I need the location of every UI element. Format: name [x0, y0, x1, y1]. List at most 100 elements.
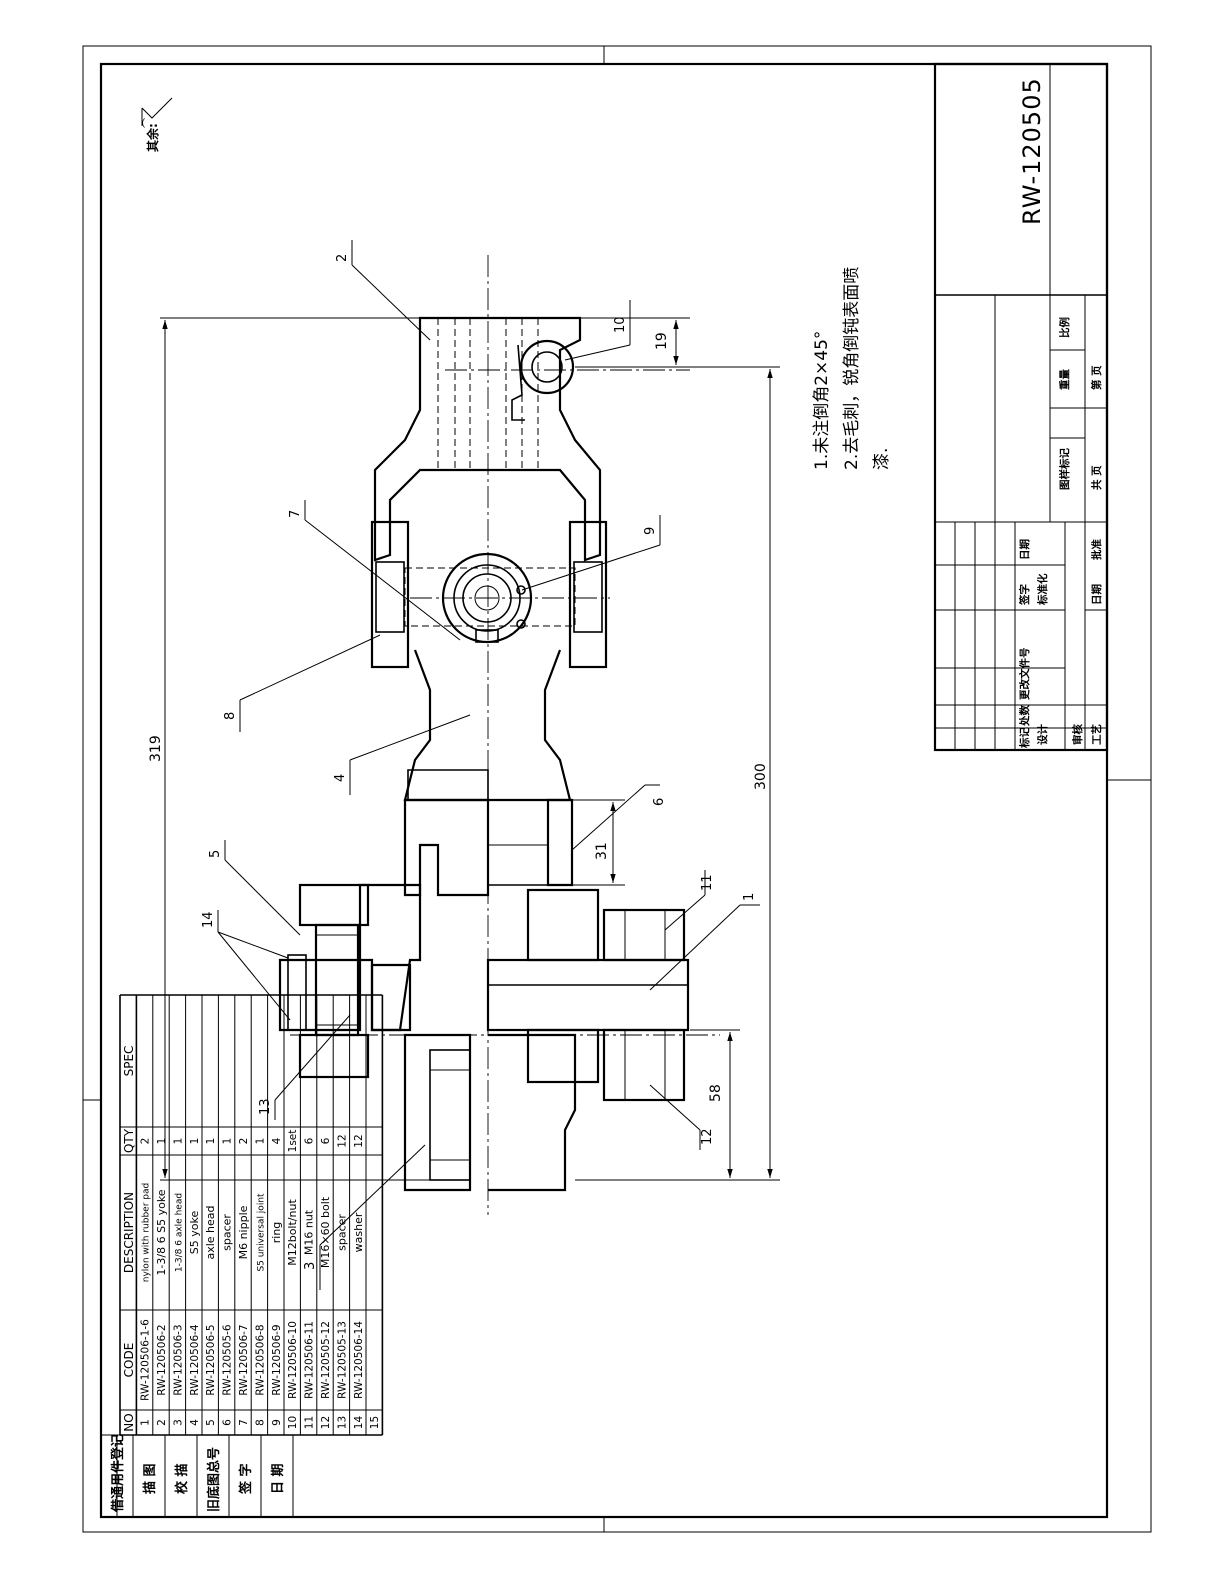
bom-header-no: NO [122, 1413, 136, 1431]
bom-cell: ring [270, 1222, 283, 1244]
dim-58: 58 [708, 1084, 724, 1102]
balloon-12: 12 [700, 1128, 715, 1145]
label-tracer: 描 图 [142, 1463, 158, 1494]
bom-header-description: DESCRIPTION [122, 1192, 136, 1273]
label-signature: 签 字 [238, 1463, 254, 1495]
bom-header-code: CODE [122, 1343, 136, 1378]
bom-cell: 14 [353, 1416, 365, 1430]
yoke-part-4 [403, 649, 572, 802]
bom-cell: 1 [172, 1138, 184, 1145]
bom-cell: 8 [254, 1419, 266, 1426]
axle-head-part-5 [403, 798, 574, 897]
dim-19: 19 [654, 332, 670, 350]
tb-review: 审核 [1071, 724, 1084, 745]
bom-cell: 6 [222, 1419, 234, 1426]
bom-cell: 1set [287, 1130, 299, 1153]
bom-table: NOCODEDESCRIPTIONQTYSPEC1RW-120506-1-6ny… [119, 994, 384, 1436]
bom-cell: RW-120506-9 [271, 1324, 283, 1395]
label-old-base: 旧底图总号 [206, 1447, 222, 1512]
surface-finish-note: 其余: ⌒ [141, 97, 173, 152]
bom-cell: 12 [353, 1134, 365, 1147]
bom-cell: 5 [205, 1419, 217, 1426]
bom-cell: 1 [140, 1419, 152, 1426]
title-block: RW-120505 标记 处数 更改文件号 签字 日期 设计 标准化 审核 工艺… [933, 62, 1109, 752]
tech-note-2: 2.去毛刺，锐角倒钝表面喷 [842, 267, 862, 470]
bom-cell: 10 [287, 1416, 299, 1429]
surface-note-text: 其余: [145, 123, 160, 152]
tb-scale: 比例 [1058, 317, 1071, 338]
tb-process: 工艺 [1090, 724, 1103, 745]
bom-cell: RW-120506-11 [304, 1321, 316, 1399]
bom-cell: RW-120506-3 [172, 1324, 184, 1395]
dimensions: 319 300 19 31 58 [148, 317, 780, 1181]
bom-header-qty: QTY [122, 1128, 136, 1153]
dim-300: 300 [753, 763, 769, 790]
balloon-11: 11 [700, 874, 715, 891]
bom-cell: 12 [336, 1134, 348, 1147]
bom-cell: 1-3/8 6 axle head [174, 1193, 184, 1272]
drawing-number: RW-120505 [1018, 77, 1046, 225]
bom-cell: 2 [156, 1419, 168, 1426]
balloon-14: 14 [201, 911, 216, 928]
balloon-2: 2 [335, 254, 350, 262]
bom-cell: RW-120505-12 [320, 1321, 332, 1399]
bom-cell: 12 [320, 1416, 332, 1429]
bom-cell: 2 [140, 1138, 152, 1145]
bom-cell: 1 [189, 1138, 201, 1145]
bom-cell: RW-120506-7 [238, 1324, 250, 1395]
bom-cell: axle head [204, 1205, 217, 1259]
bom-cell: S5 yoke [188, 1211, 201, 1255]
label-date: 日 期 [271, 1463, 286, 1494]
bom-cell: RW-120506-14 [353, 1321, 365, 1399]
tech-note-3: 漆. [872, 448, 892, 470]
tb-stage-mark: 图样标记 [1058, 448, 1071, 490]
bom-cell: spacer [221, 1214, 234, 1251]
balloon-3: 3 [303, 1262, 318, 1270]
bom-cell: M12bolt/nut [286, 1199, 299, 1266]
tb-total-sheets: 共 页 [1090, 465, 1103, 490]
dim-319: 319 [148, 735, 164, 762]
bom-cell: M6 nipple [237, 1205, 250, 1259]
tb-weight: 重量 [1058, 369, 1071, 390]
bom-cell: 1-3/8 6 S5 yoke [155, 1189, 168, 1275]
tb-standardization: 标准化 [1036, 573, 1049, 606]
flange-left [278, 883, 422, 1079]
bom-cell: 2 [238, 1138, 250, 1145]
tb-signature: 签字 [1018, 584, 1031, 606]
balloon-5: 5 [208, 850, 223, 858]
balloon-13: 13 [258, 1098, 273, 1115]
technical-notes: 1.未注倒角2×45° 2.去毛刺，锐角倒钝表面喷 漆. [812, 267, 892, 470]
balloon-9: 9 [643, 527, 658, 535]
bom-cell: RW-120506-10 [287, 1321, 299, 1399]
balloon-8: 8 [223, 712, 238, 720]
bom-cell: M16×60 bolt [319, 1196, 332, 1268]
assembly-drawing [278, 255, 720, 1215]
bom-cell: M16 nut [303, 1209, 316, 1255]
bom-cell: 7 [238, 1419, 250, 1426]
bom-cell: 3 [172, 1419, 184, 1426]
sheet-border [82, 45, 1152, 1533]
bom-cell: RW-120506-2 [156, 1324, 168, 1395]
balloon-7: 7 [288, 510, 303, 518]
bom-cell: RW-120506-4 [189, 1324, 201, 1395]
flange-part-1 [486, 888, 690, 1102]
bom-cell: RW-120506-8 [254, 1324, 266, 1395]
bom-cell: RW-120505-13 [336, 1321, 348, 1399]
tb-approve-date: 日期 [1090, 584, 1103, 605]
left-strip: 借通用件登记 描 图 校 描 旧底图总号 签 字 日 期 [100, 1434, 350, 1518]
tb-change-doc: 更改文件号 [1018, 648, 1031, 701]
bom-cell: 1 [156, 1138, 168, 1145]
tb-design: 设计 [1036, 724, 1049, 745]
tb-date: 日期 [1018, 539, 1031, 560]
bom-cell: 1 [205, 1138, 217, 1145]
tb-quantity: 处数 [1018, 705, 1031, 727]
tb-approve: 批准 [1090, 539, 1103, 560]
yoke-part-2 [373, 316, 602, 562]
bom-cell: washer [352, 1212, 365, 1252]
leaders: 1 2 3 4 5 6 7 8 9 10 11 12 13 [201, 240, 760, 1290]
bom-header-spec: SPEC [122, 1046, 136, 1077]
balloon-4: 4 [333, 774, 348, 782]
bom-cell: 13 [336, 1416, 348, 1429]
balloon-10: 10 [613, 316, 628, 333]
